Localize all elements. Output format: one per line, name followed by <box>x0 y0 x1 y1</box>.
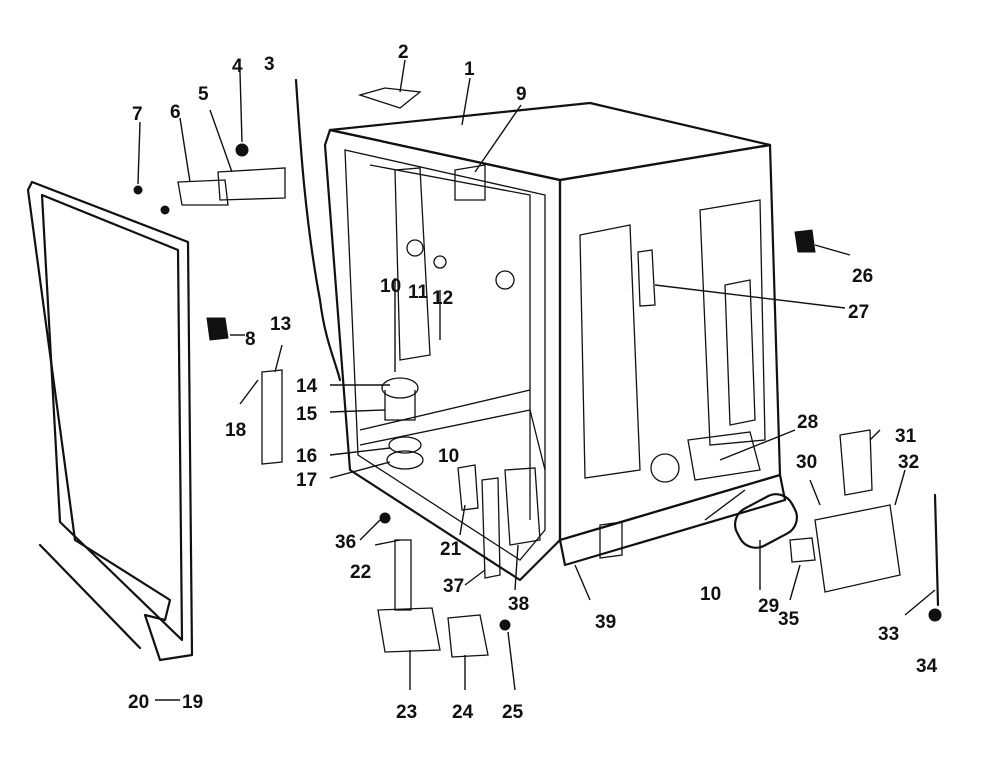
label-2: 2 <box>398 42 409 63</box>
label-10-upper: 10 <box>380 276 401 297</box>
label-14: 14 <box>296 376 318 397</box>
label-26: 26 <box>852 266 873 287</box>
label-5: 5 <box>198 84 209 105</box>
label-10-lower-left: 10 <box>438 446 459 467</box>
label-10-lower-right: 10 <box>700 584 721 605</box>
label-24: 24 <box>452 702 474 723</box>
label-34: 34 <box>916 656 938 677</box>
label-16: 16 <box>296 446 317 467</box>
label-11: 11 <box>408 282 429 303</box>
door-gasket <box>26 180 194 662</box>
label-30: 30 <box>796 452 817 473</box>
label-13: 13 <box>270 314 291 335</box>
label-22: 22 <box>350 562 371 583</box>
label-32: 32 <box>898 452 919 473</box>
tub-body <box>323 101 787 582</box>
label-4: 4 <box>232 56 243 77</box>
label-27: 27 <box>848 302 869 323</box>
label-25: 25 <box>502 702 524 723</box>
label-31: 31 <box>895 426 917 447</box>
label-19: 19 <box>182 692 203 713</box>
label-38: 38 <box>508 594 529 615</box>
label-17: 17 <box>296 470 317 491</box>
label-23: 23 <box>396 702 417 723</box>
label-8: 8 <box>245 329 256 350</box>
label-6: 6 <box>170 102 181 123</box>
label-1: 1 <box>464 59 475 80</box>
label-18: 18 <box>225 420 246 441</box>
label-12: 12 <box>432 288 453 309</box>
label-21: 21 <box>440 539 462 560</box>
leader-lines <box>137 59 936 701</box>
label-3: 3 <box>264 54 275 75</box>
part-labels: 1 2 3 4 5 6 7 8 9 10 11 12 13 14 15 16 1… <box>128 42 938 723</box>
label-33: 33 <box>878 624 899 645</box>
label-7: 7 <box>132 104 143 125</box>
label-35: 35 <box>778 609 800 630</box>
label-28: 28 <box>797 412 818 433</box>
label-9: 9 <box>516 84 527 105</box>
label-39: 39 <box>595 612 616 633</box>
label-20: 20 <box>128 692 149 713</box>
label-29: 29 <box>758 596 779 617</box>
label-15: 15 <box>296 404 318 425</box>
parts <box>133 78 942 658</box>
label-37: 37 <box>443 576 464 597</box>
label-36: 36 <box>335 532 356 553</box>
